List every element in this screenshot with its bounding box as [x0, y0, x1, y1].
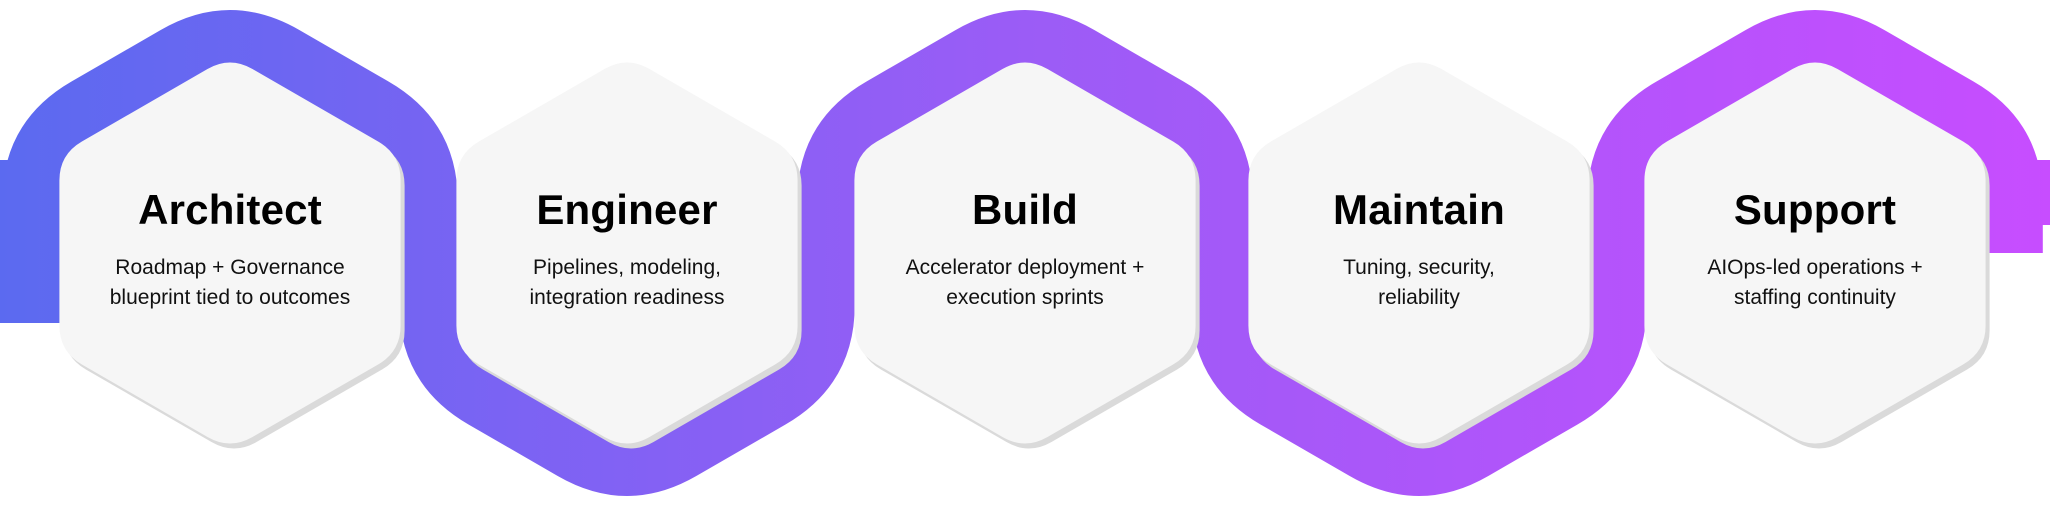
- step-title: Engineer: [536, 186, 718, 233]
- step-description: Accelerator deployment + execution sprin…: [875, 253, 1175, 313]
- step-desc-line: execution sprints: [946, 286, 1104, 309]
- step-title: Support: [1733, 186, 1897, 233]
- step-desc-line: Accelerator deployment +: [905, 256, 1145, 279]
- step-build: Build Accelerator deployment + execution…: [875, 185, 1175, 313]
- hexagon-layer: [59, 62, 1990, 449]
- step-description: AIOps-led operations + staffing continui…: [1665, 253, 1965, 313]
- step-desc-line: integration readiness: [529, 286, 725, 309]
- step-description: Pipelines, modeling, integration readine…: [477, 253, 777, 313]
- step-description: Roadmap + Governance blueprint tied to o…: [80, 253, 380, 313]
- step-desc-line: Roadmap + Governance: [115, 256, 345, 279]
- hexagon-step: [456, 62, 798, 444]
- step-desc-line: blueprint tied to outcomes: [109, 286, 351, 309]
- step-architect: Architect Roadmap + Governance blueprint…: [80, 185, 380, 313]
- step-desc-line: Tuning, security,: [1343, 256, 1495, 279]
- step-desc-line: staffing continuity: [1734, 286, 1896, 309]
- step-desc-line: reliability: [1378, 286, 1460, 309]
- step-title: Maintain: [1333, 186, 1505, 233]
- hexagon-step: [854, 62, 1196, 444]
- step-desc-line: AIOps-led operations +: [1707, 256, 1923, 279]
- hexagon-step: [59, 62, 401, 444]
- hexagon-step: [1248, 62, 1590, 444]
- step-maintain: Maintain Tuning, security, reliability: [1269, 185, 1569, 313]
- step-engineer: Engineer Pipelines, modeling, integratio…: [477, 185, 777, 313]
- step-support: Support AIOps-led operations + staffing …: [1665, 185, 1965, 313]
- step-title: Build: [972, 186, 1078, 233]
- hexagon-step: [1644, 62, 1986, 444]
- step-title: Architect: [138, 186, 322, 233]
- step-description: Tuning, security, reliability: [1269, 253, 1569, 313]
- step-desc-line: Pipelines, modeling,: [533, 256, 721, 279]
